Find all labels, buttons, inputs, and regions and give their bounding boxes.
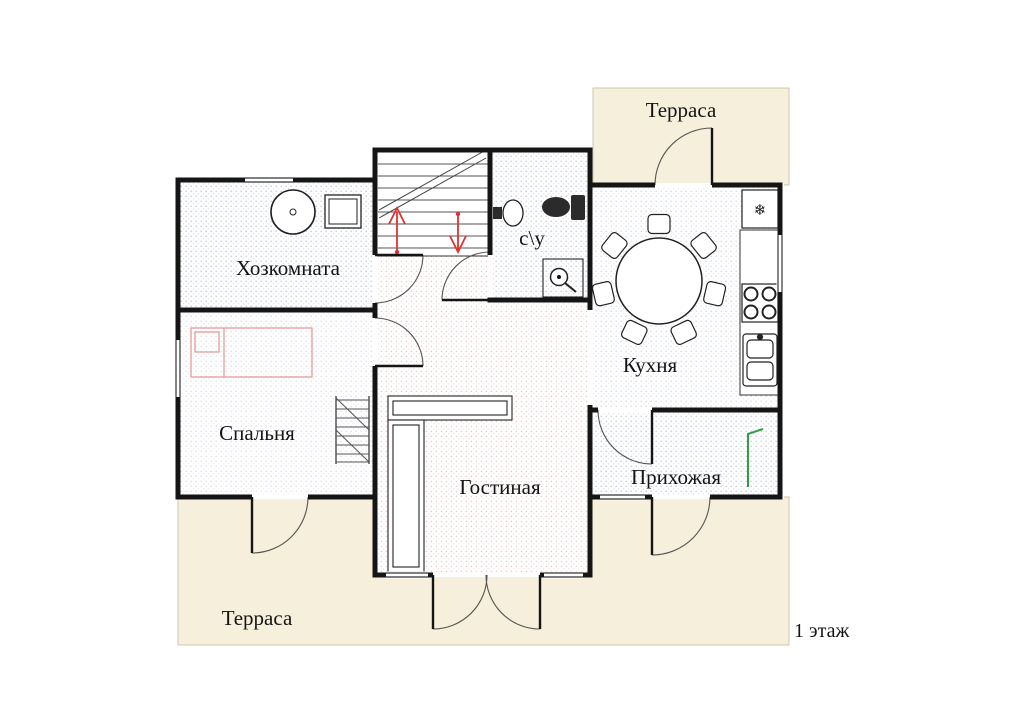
dining-chair (703, 281, 727, 307)
door-swing-arcs (251, 127, 713, 630)
shower-head-center (557, 275, 561, 279)
bathroom-floor-texture (492, 153, 588, 298)
dining-chairs (591, 213, 727, 345)
dining-chair (601, 231, 628, 260)
bedroom-floor-texture (180, 313, 373, 495)
washbasin-tap (493, 207, 502, 219)
stair-direction-arrows (388, 205, 467, 255)
boiler-center (289, 208, 297, 216)
utility-door-arc (374, 254, 424, 304)
utility-appliance-inner (328, 198, 358, 225)
stair-up-arrowhead (388, 205, 406, 225)
room-label-living: Гостиная (459, 475, 541, 499)
utility-fixtures (270, 189, 362, 235)
doors (250, 127, 714, 630)
kitchen-faucet (756, 333, 764, 341)
living-door-right-arc (485, 574, 541, 630)
entrance-door-arc (651, 496, 711, 556)
living-fixtures (387, 395, 513, 573)
cabinet-side-inner (392, 424, 420, 568)
staircase (377, 149, 488, 257)
window-gap (174, 340, 182, 397)
hallway-fixtures (747, 428, 764, 487)
room-label-bathroom: с\у (519, 226, 545, 250)
windows (174, 176, 784, 579)
hall-floor-texture (377, 256, 488, 302)
toilet-bowl (542, 197, 570, 217)
kitchen-sink (742, 333, 778, 387)
dining-table (615, 237, 703, 325)
door-leaves (250, 128, 714, 629)
stair-down-arrowhead (449, 235, 467, 255)
shower-tray (542, 258, 584, 298)
walls (175, 147, 783, 578)
window-gap (544, 571, 583, 579)
room-labels: Терраса Хозкомната с\у Кухня Спальня Гос… (219, 98, 721, 630)
kitchen-terrace-door-arc (654, 127, 713, 186)
dining-chair (591, 281, 615, 307)
window-gap (245, 176, 293, 184)
window-gap (386, 571, 428, 579)
terrace-top-deck (592, 87, 790, 186)
hallway-wardrobe-mark (747, 428, 764, 487)
dining-chair (621, 319, 648, 345)
bathroom-door-arc (441, 251, 491, 301)
dining-chair (690, 231, 717, 260)
room-label-bedroom: Спальня (219, 421, 295, 445)
stair-break-line (378, 149, 487, 211)
living-door-left-arc (432, 574, 488, 630)
fridge (741, 189, 779, 229)
room-label-kitchen: Кухня (623, 353, 678, 377)
window-gap (776, 235, 784, 292)
toilet-tank (571, 195, 585, 220)
dining-chair (647, 213, 671, 235)
fridge-snowflake-icon: ❄ (754, 201, 767, 219)
terrace-top-area (592, 87, 790, 186)
shower-hose (564, 282, 577, 293)
bedroom-fixtures (190, 327, 370, 464)
room-label-terrace-bottom: Терраса (222, 606, 293, 630)
bed (190, 327, 313, 378)
bedroom-terrace-door-arc (251, 496, 309, 554)
room-label-terrace-top: Терраса (646, 98, 717, 122)
window-gap (600, 493, 645, 501)
stair-arrow-dot (455, 211, 461, 217)
stair-arrow-dot (394, 249, 400, 255)
room-label-hallway: Прихожая (631, 465, 721, 489)
room-label-utility: Хозкомната (236, 256, 341, 280)
clothes-rail (335, 396, 370, 464)
bathroom-fixtures (493, 195, 585, 298)
cabinet-top-inner (392, 400, 508, 416)
bedroom-door-arc (374, 317, 424, 367)
washbasin (502, 199, 524, 227)
kitchen-hallway-door-arc (597, 409, 653, 465)
floor-label: 1 этаж (794, 620, 849, 642)
dining-chair (670, 319, 697, 345)
